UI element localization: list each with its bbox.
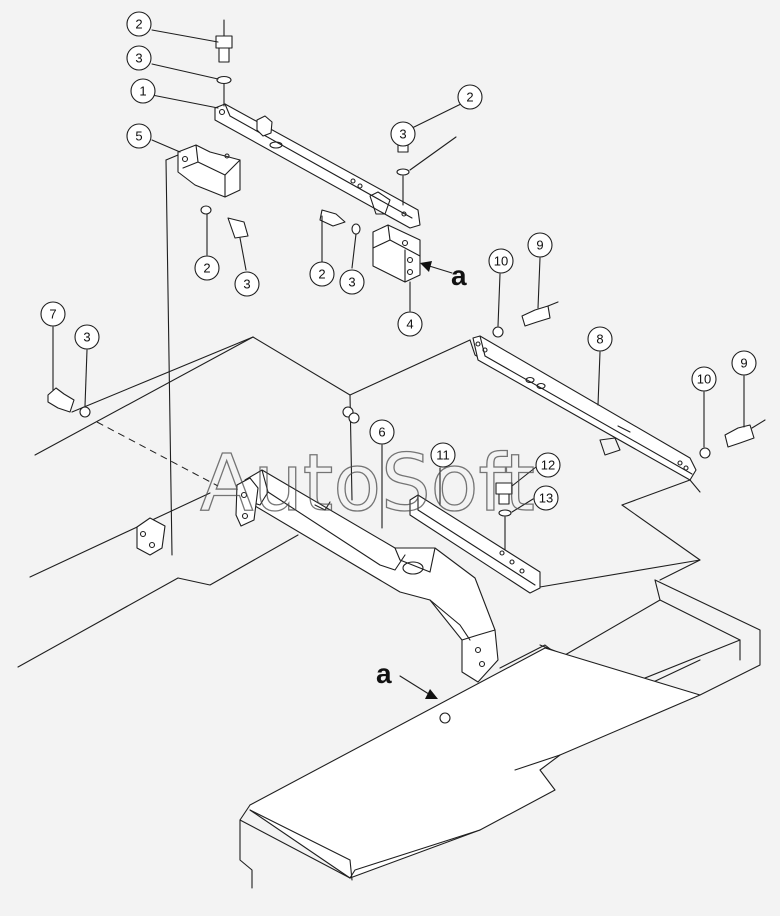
reference-mark-lower: a bbox=[376, 658, 438, 699]
watermark: AutoSoft bbox=[200, 439, 535, 529]
callout-bracket-block: 4 bbox=[397, 311, 423, 337]
callout-number: 2 bbox=[203, 261, 210, 276]
reference-label: a bbox=[451, 260, 467, 291]
lower-frame-outline bbox=[239, 339, 761, 889]
side-bracket bbox=[472, 335, 697, 481]
upper-bracket bbox=[214, 103, 421, 229]
callout-bolt: 12 bbox=[535, 452, 561, 478]
callout-number: 3 bbox=[83, 330, 90, 345]
reference-mark-upper: a bbox=[420, 260, 467, 291]
callout-number: 10 bbox=[494, 254, 508, 269]
callout-number: 4 bbox=[406, 317, 413, 332]
callout-bolt: 9 bbox=[731, 350, 757, 376]
callout-washer: 10 bbox=[691, 366, 717, 392]
callout-number: 8 bbox=[596, 332, 603, 347]
callout-number: 2 bbox=[318, 267, 325, 282]
callout-number: 6 bbox=[378, 425, 385, 440]
callout-number: 11 bbox=[436, 448, 450, 463]
callout-bolt: 2 bbox=[309, 261, 335, 287]
callout-side-bracket: 8 bbox=[587, 326, 613, 352]
callout-number: 9 bbox=[536, 238, 543, 253]
callout-number: 2 bbox=[135, 17, 142, 32]
main-frame-beam bbox=[235, 469, 499, 683]
callout-washer: 10 bbox=[488, 248, 514, 274]
callout-number: 3 bbox=[135, 51, 142, 66]
callout-washer: 3 bbox=[126, 45, 152, 71]
callout-number: 1 bbox=[139, 84, 146, 99]
callout-washer: 3 bbox=[390, 121, 416, 147]
callout-washer: 3 bbox=[234, 271, 260, 297]
callout-number: 2 bbox=[466, 90, 473, 105]
callout-main-frame-beam: 6 bbox=[369, 419, 395, 445]
reference-label: a bbox=[376, 658, 392, 689]
callout-number: 7 bbox=[49, 307, 56, 322]
callout-bolt: 2 bbox=[457, 84, 483, 110]
callout-number: 3 bbox=[348, 275, 355, 290]
bracket-block bbox=[372, 224, 421, 283]
callout-bubbles: 2 3 1 5 2 3 3 2 2 3 4 10 9 7 3 8 10 9 6 11 12 13 bbox=[40, 11, 757, 511]
callout-washer: 13 bbox=[533, 485, 559, 511]
callout-washer: 3 bbox=[339, 269, 365, 295]
bar bbox=[409, 494, 541, 594]
callout-number: 3 bbox=[399, 127, 406, 142]
callout-bolt: 2 bbox=[194, 255, 220, 281]
callout-washer: 3 bbox=[74, 324, 100, 350]
callout-number: 5 bbox=[135, 129, 142, 144]
callout-bolt: 7 bbox=[40, 301, 66, 327]
leader-lines bbox=[52, 29, 745, 529]
callout-number: 3 bbox=[243, 277, 250, 292]
callout-number: 12 bbox=[541, 458, 555, 473]
frame-outline bbox=[17, 154, 471, 668]
callout-number: 10 bbox=[697, 372, 711, 387]
callout-bolt: 9 bbox=[527, 232, 553, 258]
callout-upper-bracket: 1 bbox=[130, 78, 156, 104]
callout-bolt: 2 bbox=[126, 11, 152, 37]
callout-mount-block: 5 bbox=[126, 123, 152, 149]
callout-bar: 11 bbox=[430, 442, 456, 468]
mount-block bbox=[177, 144, 241, 198]
callout-number: 9 bbox=[740, 356, 747, 371]
callout-number: 13 bbox=[539, 491, 553, 506]
